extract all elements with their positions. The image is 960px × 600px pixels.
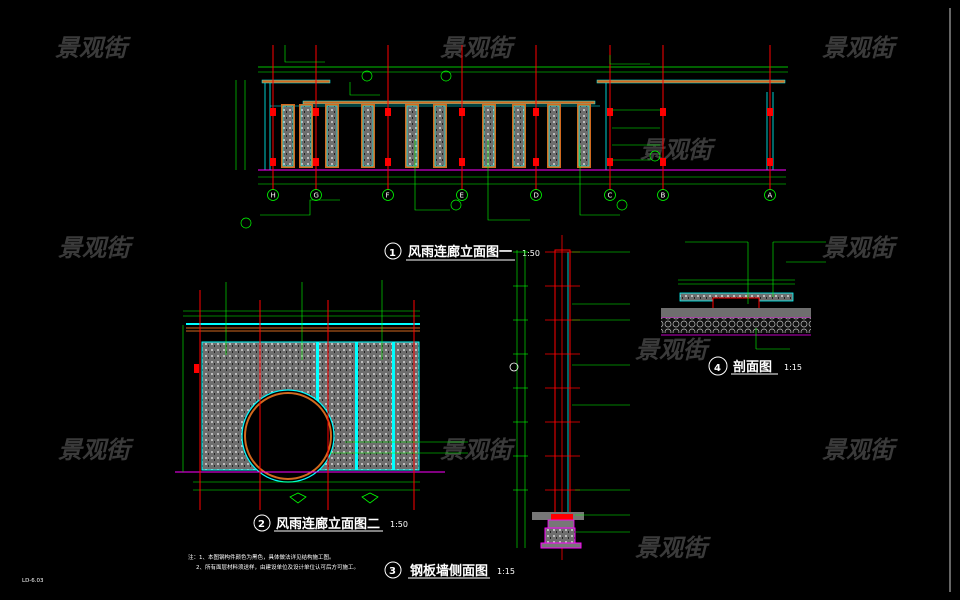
- drawing-title: 剖面图: [733, 359, 772, 375]
- column-node: [385, 108, 391, 116]
- column-node: [660, 108, 666, 116]
- axis-label: A: [768, 192, 773, 200]
- column-node: [767, 158, 773, 166]
- drawing-title: 风雨连廊立面图一: [408, 244, 512, 260]
- watermark: 景观街: [58, 234, 134, 262]
- watermark: 景观街: [822, 34, 898, 62]
- stone-panel: [578, 105, 590, 167]
- watermark: 景观街: [822, 436, 898, 464]
- drawing-title: 钢板墙侧面图: [410, 563, 488, 579]
- axis-bubble: [456, 189, 468, 201]
- drawing-scale: 1:15: [497, 567, 515, 576]
- stone-panel: [362, 105, 374, 167]
- stone-panel: [282, 105, 294, 167]
- column-node: [607, 108, 613, 116]
- column-node: [459, 158, 465, 166]
- axis-label: G: [314, 192, 319, 200]
- stone-panels: [281, 104, 591, 168]
- watermark: 景观街: [58, 436, 134, 464]
- axis-bubble: [267, 189, 279, 201]
- stone-panel: [326, 105, 338, 167]
- title-block-2: 2 风雨连廊立面图二 1:50: [253, 514, 408, 532]
- crosshair-icon: [509, 362, 519, 372]
- sheet-code: LD-6.03: [22, 578, 44, 584]
- watermark: 景观街: [640, 136, 716, 164]
- watermark: 景观街: [55, 34, 131, 62]
- watermark: 景观街: [635, 534, 711, 562]
- note-2: 2、所有面层材料须送样，由建设单位及设计单位认可后方可施工。: [196, 563, 359, 571]
- column-node: [385, 158, 391, 166]
- side-view-3: [509, 235, 630, 560]
- section-4: [661, 241, 826, 350]
- title-block-4: 4 剖面图 1:15: [708, 356, 802, 376]
- column-node: [533, 158, 539, 166]
- column-node: [767, 108, 773, 116]
- drawing-scale: 1:15: [784, 363, 802, 372]
- column-node: [533, 108, 539, 116]
- axis-label: E: [460, 192, 464, 200]
- axis-label: F: [386, 192, 390, 200]
- drawing-number: 3: [389, 566, 396, 577]
- drawing-number: 4: [714, 363, 721, 374]
- stone-panel: [483, 105, 495, 167]
- drawing-scale: 1:50: [522, 249, 540, 258]
- stone-panel: [300, 105, 312, 167]
- watermark: 景观街: [822, 234, 898, 262]
- axis-bubble: [310, 189, 322, 201]
- stone-panel: [548, 105, 560, 167]
- notes: 注：1、本图钢构件颜色为黑色，具体做法详见结构施工图。 2、所有面层材料须送样，…: [188, 553, 359, 571]
- stone-panel: [513, 105, 525, 167]
- column-node: [270, 158, 276, 166]
- stone-panel: [434, 105, 446, 167]
- axis-bubble: [530, 189, 542, 201]
- axis-label: B: [661, 192, 666, 200]
- note-1: 注：1、本图钢构件颜色为黑色，具体做法详见结构施工图。: [188, 553, 335, 561]
- watermark: 景观街: [440, 436, 516, 464]
- column-node: [313, 158, 319, 166]
- axis-label: C: [608, 192, 613, 200]
- title-block-3: 3 钢板墙侧面图 1:15: [384, 561, 515, 579]
- drawing-number: 2: [258, 519, 265, 530]
- axis-label: D: [534, 192, 539, 200]
- column-node: [660, 158, 666, 166]
- watermark: 景观街: [440, 34, 516, 62]
- drawing-number: 1: [389, 248, 396, 259]
- axis-bubble: [764, 189, 776, 201]
- column-node: [313, 108, 319, 116]
- drawing-title: 风雨连廊立面图二: [276, 516, 380, 532]
- axis-bubble: [382, 189, 394, 201]
- stone-panel: [406, 105, 418, 167]
- column-node: [270, 108, 276, 116]
- axis-bubble: [604, 189, 616, 201]
- axis-label: H: [271, 192, 276, 200]
- elevation-2: [175, 280, 468, 510]
- title-block-1: 1 风雨连廊立面图一 1:50: [384, 242, 540, 261]
- drawing-scale: 1:50: [390, 520, 408, 529]
- column-node: [459, 108, 465, 116]
- column-node: [607, 158, 613, 166]
- axis-bubble: [657, 189, 669, 201]
- watermarks: 景观街 景观街 景观街 景观街 景观街 景观街 景观街 景观街 景观街 景观街 …: [55, 34, 898, 562]
- watermark: 景观街: [635, 336, 711, 364]
